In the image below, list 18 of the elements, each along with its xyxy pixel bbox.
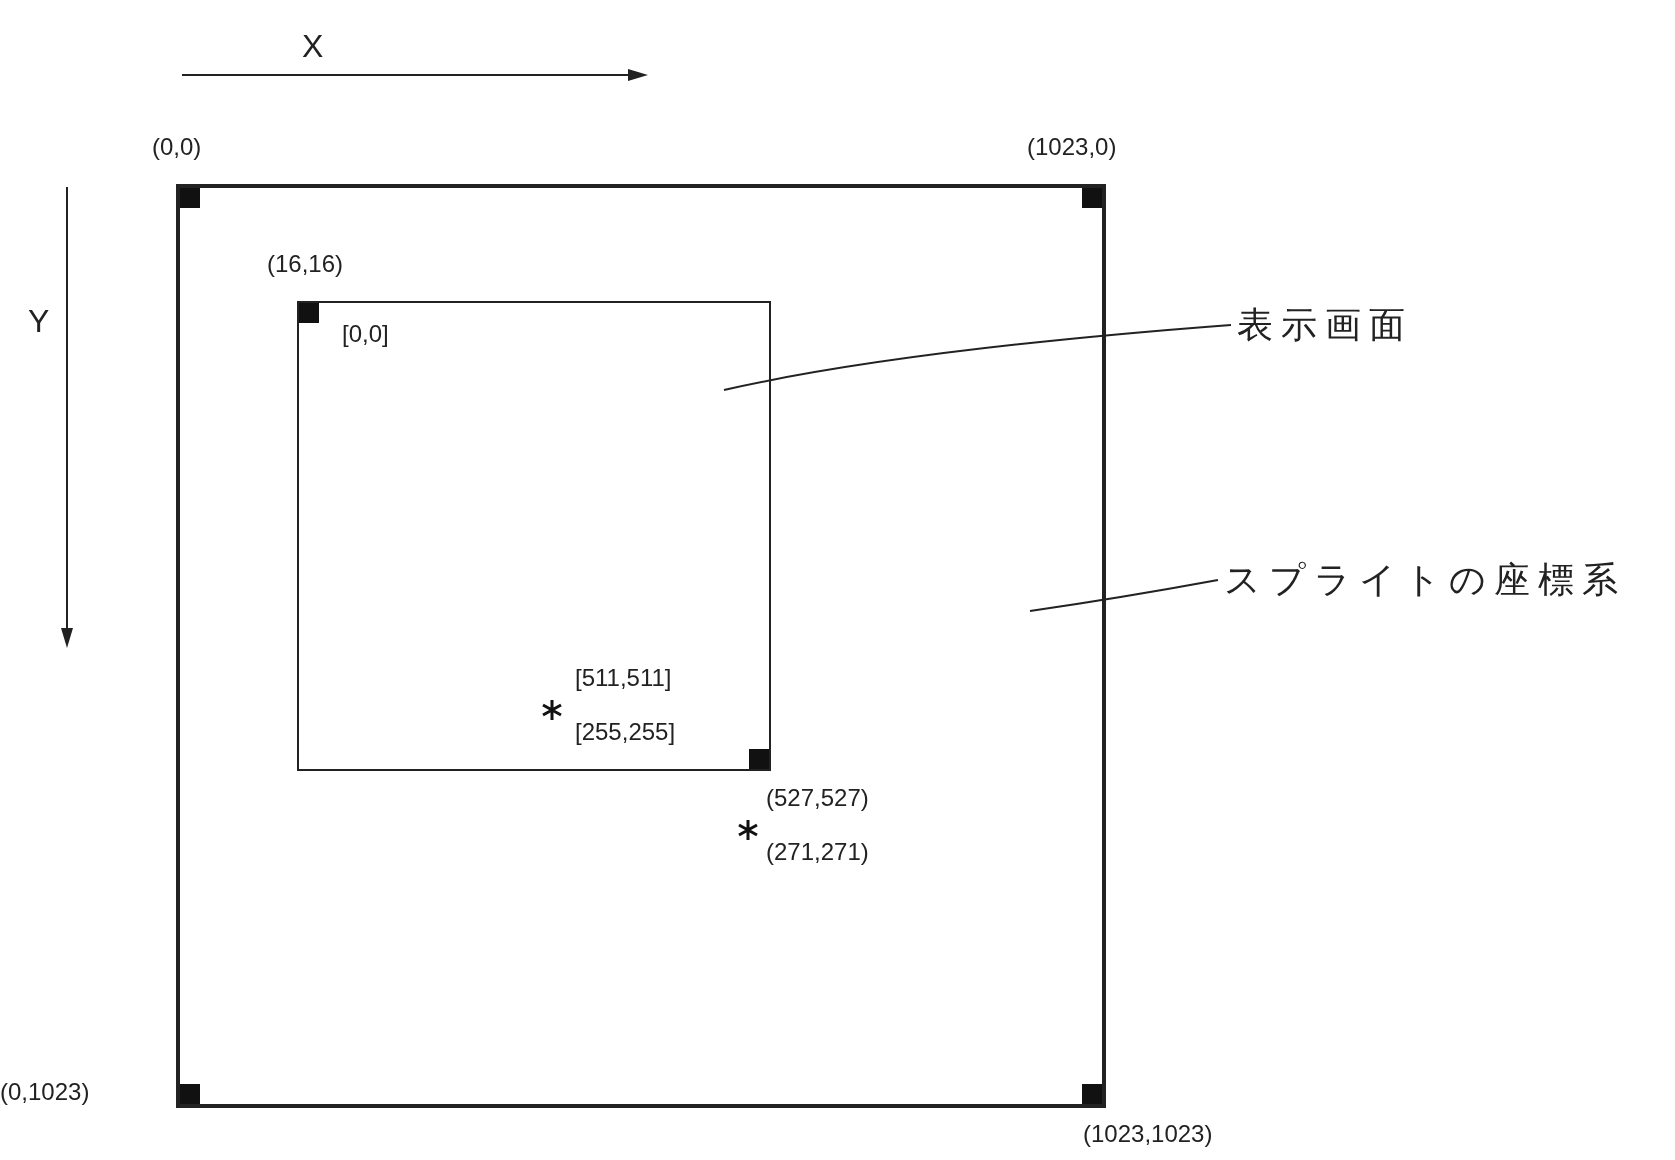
axis-label: X — [302, 28, 324, 65]
callout-label: 表示画面 — [1237, 303, 1413, 347]
leader-line — [723, 324, 1232, 391]
leader-line — [1029, 579, 1219, 612]
coordinate-label: (527,527) — [766, 784, 869, 812]
square-outline — [176, 184, 1106, 1108]
callout-label: スプライトの座標系 — [1224, 558, 1626, 602]
coordinate-label: [511,511] — [575, 664, 672, 692]
coordinate-label: (1023,1023) — [1083, 1120, 1213, 1148]
coordinate-label: (0,1023) — [0, 1078, 90, 1106]
coordinate-label: (16,16) — [267, 250, 344, 278]
axis-label: Y — [28, 303, 50, 340]
coordinate-label: [0,0] — [342, 320, 389, 348]
coordinate-label: (0,0) — [152, 133, 202, 161]
coordinate-label: (271,271) — [766, 838, 869, 866]
square-outline — [297, 301, 771, 771]
coordinate-label: (1023,0) — [1027, 133, 1117, 161]
coordinate-label: [255,255] — [575, 718, 676, 746]
